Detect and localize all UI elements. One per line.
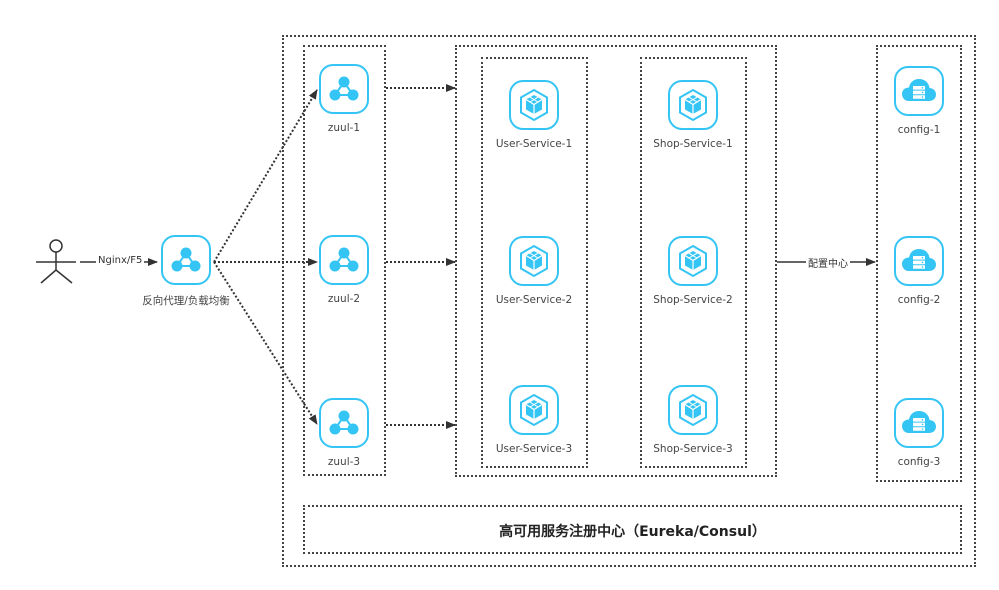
edge-lb-to-zuul-1 [213, 89, 318, 263]
config-node-2[interactable]: config-2 [864, 236, 974, 306]
config-label: config-2 [897, 294, 941, 306]
gateway-node-1[interactable]: zuul-1 [289, 64, 399, 134]
service-cube-icon [668, 385, 718, 435]
shop-service-label: Shop-Service-2 [653, 294, 733, 306]
load-balancer-label: 反向代理/负载均衡 [142, 295, 230, 307]
cloud-server-icon [894, 236, 944, 286]
load-balancer-node[interactable]: 反向代理/负载均衡 [131, 235, 241, 308]
service-group [455, 45, 777, 477]
service-cube-icon [509, 236, 559, 286]
config-label: config-3 [897, 456, 941, 468]
user-service-column [481, 57, 588, 468]
gateway-group [303, 45, 386, 476]
network-icon [319, 398, 369, 448]
service-registry[interactable]: 高可用服务注册中心（Eureka/Consul） [303, 505, 962, 554]
gateway-label: zuul-2 [327, 293, 361, 305]
cloud-server-icon [894, 66, 944, 116]
user-service-label: User-Service-3 [495, 443, 573, 455]
gateway-node-2[interactable]: zuul-2 [289, 235, 399, 305]
gateway-label: zuul-1 [327, 122, 361, 134]
user-service-label: User-Service-1 [495, 138, 573, 150]
shop-service-label: Shop-Service-1 [653, 138, 733, 150]
user-service-label: User-Service-2 [495, 294, 573, 306]
service-cube-icon [509, 80, 559, 130]
entry-edge-label: Nginx/F5 [96, 255, 145, 266]
actor-icon [36, 239, 76, 284]
network-icon [319, 64, 369, 114]
config-group [876, 45, 962, 482]
shop-service-node-2[interactable]: Shop-Service-2 [638, 236, 748, 306]
user-service-node-1[interactable]: User-Service-1 [479, 80, 589, 150]
cluster-boundary [282, 35, 976, 567]
config-node-3[interactable]: config-3 [864, 398, 974, 468]
shop-service-node-3[interactable]: Shop-Service-3 [638, 385, 748, 455]
network-icon [319, 235, 369, 285]
config-label: config-1 [897, 124, 941, 136]
shop-service-column [640, 57, 747, 468]
gateway-node-3[interactable]: zuul-3 [289, 398, 399, 468]
user-service-node-3[interactable]: User-Service-3 [479, 385, 589, 455]
shop-service-node-1[interactable]: Shop-Service-1 [638, 80, 748, 150]
gateway-label: zuul-3 [327, 456, 361, 468]
config-node-1[interactable]: config-1 [864, 66, 974, 136]
user-service-node-2[interactable]: User-Service-2 [479, 236, 589, 306]
cloud-server-icon [894, 398, 944, 448]
service-registry-label: 高可用服务注册中心（Eureka/Consul） [499, 524, 766, 540]
service-cube-icon [509, 385, 559, 435]
shop-service-label: Shop-Service-3 [653, 443, 733, 455]
service-cube-icon [668, 236, 718, 286]
service-cube-icon [668, 80, 718, 130]
config-edge-label: 配置中心 [806, 255, 850, 270]
network-icon [161, 235, 211, 285]
